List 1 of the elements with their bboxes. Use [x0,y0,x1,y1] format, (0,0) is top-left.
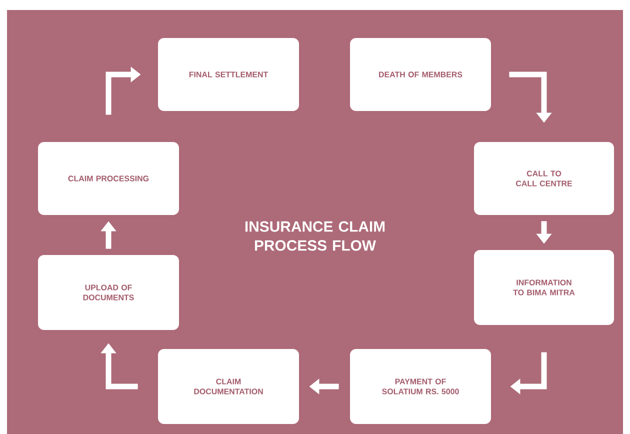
title: INSURANCE CLAIM PROCESS FLOW [245,221,385,251]
